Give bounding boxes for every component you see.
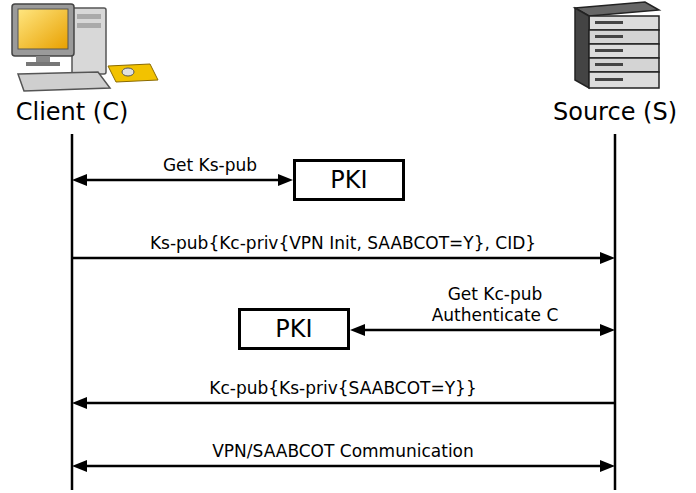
box-label: PKI xyxy=(330,166,367,194)
message-arrow xyxy=(72,460,615,472)
lifeline xyxy=(614,134,617,490)
arrow-head xyxy=(350,324,365,336)
arrow-head xyxy=(600,460,615,472)
message-arrow xyxy=(72,252,615,264)
client-label: Client (C) xyxy=(12,96,133,128)
client-computer-icon xyxy=(0,0,160,95)
message-arrow xyxy=(72,397,615,409)
message-label: VPN/SAABCOT Communication xyxy=(209,441,477,461)
lifeline xyxy=(71,134,74,490)
arrow-shaft xyxy=(362,329,603,332)
message-label: Kc-pub{Ks-priv{SAABCOT=Y}} xyxy=(206,378,479,398)
message-label: Get Kc-pub Authenticate C xyxy=(407,284,583,325)
arrow-head xyxy=(600,252,615,264)
arrow-shaft xyxy=(72,257,603,260)
message-arrow xyxy=(72,174,293,186)
arrow-head xyxy=(72,174,87,186)
pki-box: PKI xyxy=(238,308,350,350)
arrow-head xyxy=(278,174,293,186)
message-label: Ks-pub{Kc-priv{VPN Init, SAABCOT=Y}, CID… xyxy=(147,233,539,253)
arrow-head xyxy=(600,324,615,336)
message-arrow xyxy=(350,324,615,336)
arrow-shaft xyxy=(84,179,281,182)
actor-name: Source (S) xyxy=(553,98,677,126)
arrow-head xyxy=(72,460,87,472)
pki-box: PKI xyxy=(293,159,405,201)
source-label: Source (S) xyxy=(549,96,681,128)
box-label: PKI xyxy=(275,315,312,343)
arrow-shaft xyxy=(84,402,615,405)
message-label: Get Ks-pub xyxy=(160,155,260,175)
arrow-shaft xyxy=(84,465,603,468)
source-server-icon xyxy=(565,0,665,95)
actor-name: Client (C) xyxy=(16,98,129,126)
arrow-head xyxy=(72,397,87,409)
